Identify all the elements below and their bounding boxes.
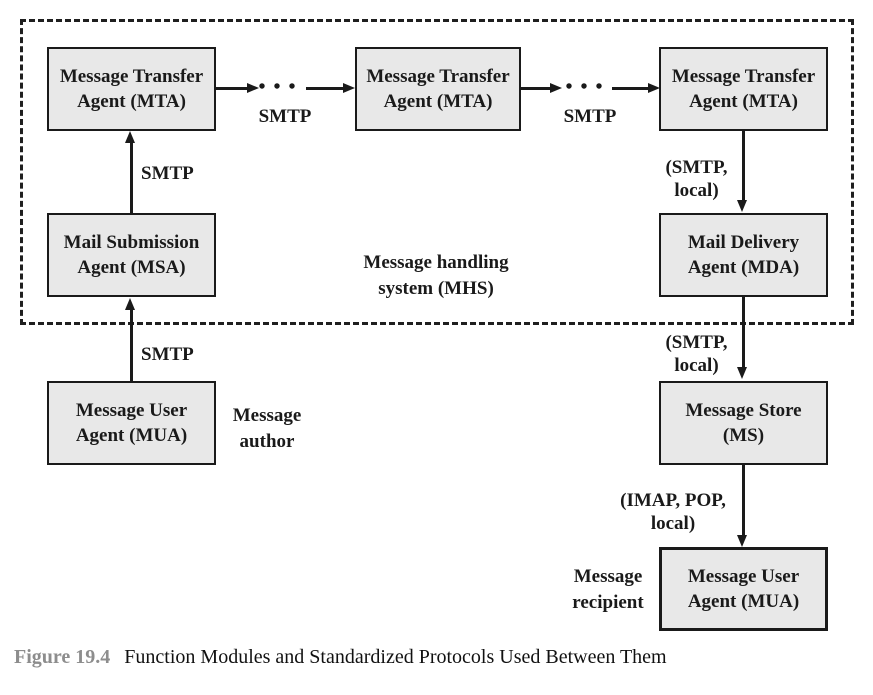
message-author-label: Message author	[217, 403, 317, 455]
mhs-label-line: system (MHS)	[378, 278, 494, 299]
box-label: Message User	[687, 566, 800, 587]
box-label: Message User	[75, 400, 188, 421]
protocol-label-line: (SMTP,	[665, 332, 728, 353]
box-label: Agent (MTA)	[689, 91, 798, 112]
box-label: (MS)	[722, 425, 765, 446]
protocol-label-line: local)	[674, 180, 719, 201]
box-label: Agent (MTA)	[77, 91, 186, 112]
box-mta-3: Message Transfer Agent (MTA)	[659, 47, 828, 131]
mhs-system-label: Message handling system (MHS)	[336, 250, 536, 302]
recipient-label-line: Message	[573, 566, 643, 587]
mhs-label-line: Message handling	[363, 252, 509, 273]
box-mda: Mail Delivery Agent (MDA)	[659, 213, 828, 297]
arrowhead-right-icon	[247, 83, 259, 93]
arrow-mda-to-ms-line	[742, 297, 745, 368]
arrowhead-up-icon	[125, 298, 135, 310]
recipient-label-line: recipient	[572, 592, 644, 613]
arrowhead-down-icon	[737, 367, 747, 379]
protocol-label-line: (SMTP,	[665, 157, 728, 178]
protocol-label-smtp-3: SMTP	[141, 163, 194, 184]
arrowhead-right-icon	[550, 83, 562, 93]
protocol-label-imap-pop-local: (IMAP, POP, local)	[608, 489, 738, 535]
arrow-dots-to-mta2-line	[306, 87, 343, 90]
arrow-mta2-to-dots-line	[521, 87, 550, 90]
arrowhead-right-icon	[343, 83, 355, 93]
figure-caption-text: Function Modules and Standardized Protoc…	[124, 646, 667, 668]
ellipsis-dots: •••	[565, 76, 611, 98]
arrow-mta3-to-mda-line	[742, 130, 745, 201]
protocol-label-smtp-local-1: (SMTP, local)	[655, 156, 738, 202]
box-label: Mail Delivery	[687, 232, 800, 253]
protocol-label-line: (IMAP, POP,	[620, 490, 726, 511]
protocol-label-smtp-4: SMTP	[141, 344, 194, 365]
message-recipient-label: Message recipient	[557, 564, 659, 616]
author-label-line: Message	[232, 405, 302, 426]
box-label: Message Transfer	[671, 66, 816, 87]
box-label: Agent (MDA)	[687, 257, 800, 278]
figure-caption: Figure 19.4 Function Modules and Standard…	[14, 646, 667, 669]
arrow-mua-to-msa-line	[130, 309, 133, 381]
protocol-label-smtp-1: SMTP	[258, 106, 312, 127]
arrowhead-down-icon	[737, 200, 747, 212]
box-mua-recipient: Message User Agent (MUA)	[659, 547, 828, 631]
protocol-label-smtp-2: SMTP	[563, 106, 617, 127]
box-mta-2: Message Transfer Agent (MTA)	[355, 47, 521, 131]
box-label: Agent (MUA)	[75, 425, 188, 446]
arrow-mta1-to-dots-line	[216, 87, 247, 90]
box-label: Message Transfer	[59, 66, 204, 87]
arrowhead-right-icon	[648, 83, 660, 93]
box-label: Mail Submission	[63, 232, 200, 253]
author-label-line: author	[239, 431, 295, 452]
box-label: Agent (MTA)	[383, 91, 493, 112]
box-label: Message Transfer	[366, 66, 510, 87]
arrowhead-down-icon	[737, 535, 747, 547]
box-label: Message Store	[685, 400, 802, 421]
protocol-label-smtp-local-2: (SMTP, local)	[655, 331, 738, 377]
figure-caption-number: Figure 19.4	[14, 646, 111, 668]
box-label: Agent (MUA)	[687, 591, 800, 612]
protocol-label-line: local)	[650, 513, 696, 534]
protocol-label-line: local)	[674, 355, 719, 376]
arrowhead-up-icon	[125, 131, 135, 143]
box-msa: Mail Submission Agent (MSA)	[47, 213, 216, 297]
box-mua-author: Message User Agent (MUA)	[47, 381, 216, 465]
ellipsis-dots: •••	[258, 76, 304, 98]
arrow-dots-to-mta3-line	[612, 87, 648, 90]
arrow-msa-to-mta1-line	[130, 142, 133, 213]
box-mta-1: Message Transfer Agent (MTA)	[47, 47, 216, 131]
box-label: Agent (MSA)	[77, 257, 186, 278]
box-ms: Message Store (MS)	[659, 381, 828, 465]
arrow-ms-to-mua-line	[742, 465, 745, 536]
mhs-dashed-boundary	[20, 19, 854, 325]
